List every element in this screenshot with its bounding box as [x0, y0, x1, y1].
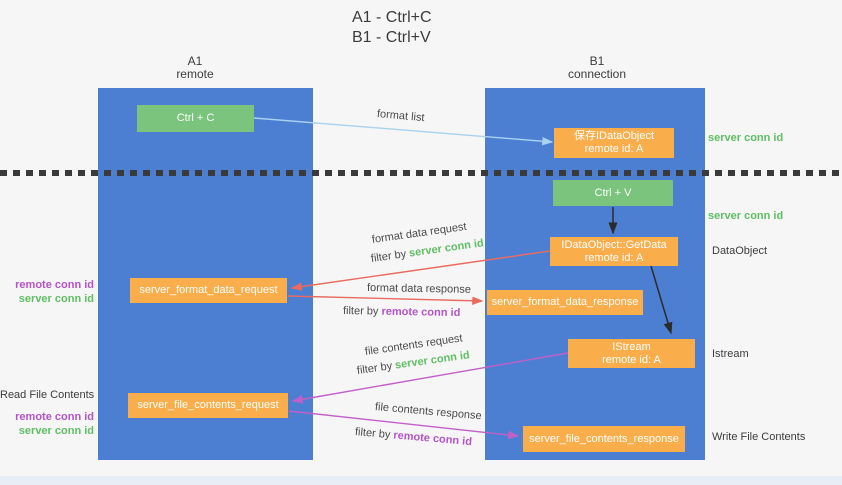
istream-line1: IStream — [612, 340, 651, 353]
column-a1-id: A1 — [187, 54, 203, 68]
filter-by-text: filter by — [370, 247, 410, 265]
write-file-contents-label: Write File Contents — [712, 431, 806, 443]
left-server-conn-id-top: server conn id — [18, 293, 94, 305]
save-idataobject-box: 保存IDataObject remote id: A — [554, 128, 674, 158]
label-filter-by-remote-conn-id-2: filter by remote conn id — [354, 426, 472, 448]
server-file-contents-request-label: server_file_contents_request — [137, 399, 279, 411]
title-line-1: A1 - Ctrl+C — [352, 9, 432, 26]
column-a1-name: remote — [176, 67, 214, 81]
filter-by-text: filter by — [354, 426, 394, 442]
ctrl-c-button: Ctrl + C — [137, 105, 254, 132]
read-file-contents-label: Read File Contents — [0, 389, 95, 401]
server-file-contents-response-box: server_file_contents_response — [523, 426, 685, 452]
server-file-contents-request-box: server_file_contents_request — [128, 393, 288, 418]
server-format-data-request-label: server_format_data_request — [139, 284, 278, 296]
right-server-conn-id-mid: server conn id — [708, 210, 784, 222]
server-file-contents-response-label: server_file_contents_response — [529, 432, 679, 445]
label-file-contents-response: file contents response — [374, 401, 483, 423]
ctrl-v-label: Ctrl + V — [594, 186, 632, 199]
ctrl-c-label: Ctrl + C — [176, 112, 215, 124]
istream-box: IStream remote id: A — [568, 339, 695, 368]
server-format-data-response-box: server_format_data_response — [487, 290, 643, 315]
title-line-2: B1 - Ctrl+V — [352, 29, 431, 46]
diagram-title: A1 - Ctrl+C B1 - Ctrl+V — [352, 8, 492, 48]
getdata-line1: IDataObject::GetData — [561, 238, 667, 251]
dataobject-label: DataObject — [712, 245, 768, 257]
filter-by-text: filter by — [342, 305, 382, 318]
left-remote-conn-id-bottom: remote conn id — [15, 411, 94, 423]
left-conn-id-labels-bottom: remote conn id server conn id — [0, 410, 94, 438]
remote-conn-id-text: remote conn id — [381, 305, 461, 320]
right-server-conn-id-top: server conn id — [708, 132, 784, 144]
bottom-window-edge — [0, 476, 842, 485]
filter-by-text: filter by — [356, 359, 396, 377]
idataobject-getdata-box: IDataObject::GetData remote id: A — [550, 237, 678, 266]
server-format-data-request-box: server_format_data_request — [130, 278, 287, 303]
server-conn-id-text: server conn id — [394, 349, 471, 372]
left-conn-id-labels-top: remote conn id server conn id — [0, 278, 94, 306]
column-b1-name: connection — [567, 67, 627, 81]
column-header-b1: B1 connection — [537, 55, 657, 81]
istream-side-label: Istream — [712, 348, 749, 360]
column-b1-id: B1 — [589, 54, 605, 68]
getdata-line2: remote id: A — [584, 251, 644, 264]
server-conn-id-text: server conn id — [408, 237, 485, 260]
column-header-a1: A1 remote — [135, 55, 255, 81]
server-format-data-response-label: server_format_data_response — [491, 296, 639, 308]
arrow-format-data-response — [287, 295, 484, 305]
save-idataobject-line1: 保存IDataObject — [573, 130, 655, 142]
ctrl-v-button: Ctrl + V — [553, 180, 673, 206]
left-server-conn-id-bottom: server conn id — [18, 425, 94, 437]
save-idataobject-line2: remote id: A — [584, 143, 644, 155]
left-remote-conn-id-top: remote conn id — [15, 279, 94, 291]
label-filter-by-remote-conn-id-1: filter by remote conn id — [343, 305, 461, 319]
label-format-data-response: format data response — [366, 282, 472, 296]
label-format-list: format list — [376, 108, 426, 125]
remote-conn-id-text: remote conn id — [392, 429, 473, 449]
istream-line2: remote id: A — [602, 353, 661, 366]
